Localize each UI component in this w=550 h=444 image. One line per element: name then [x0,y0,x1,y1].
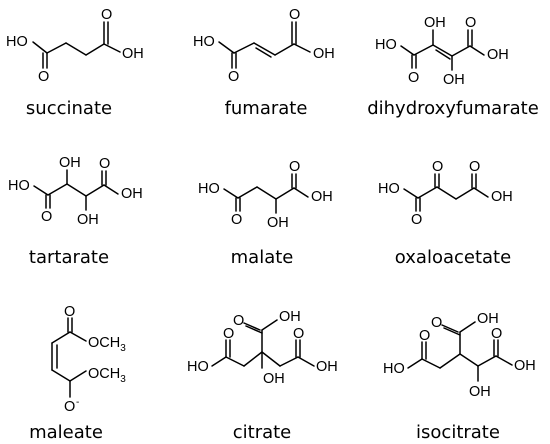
label-tartarate: tartarate [29,247,109,268]
citrate-hydroxyl-top: OH [279,309,301,325]
tartarate-hydroxyl-left: HO [8,178,30,194]
succinate-hydroxyl-left: HO [6,34,28,50]
fumarate-carbonyl-oxygen-left: O [228,69,239,85]
tartarate-carbonyl-oxygen-right: O [99,156,110,172]
maleate-oxygen-anion: O [64,399,75,415]
succinate-carbonyl-oxygen-left: O [38,69,49,85]
structure-fumarate: HO O O OH [193,7,335,85]
dihydroxyfumarate-hydroxyl-right: OH [487,47,509,63]
oxaloacetate-keto-oxygen: O [432,159,443,175]
succinate-hydroxyl-right: OH [122,46,144,62]
label-isocitrate: isocitrate [416,422,500,443]
oxaloacetate-hydroxyl-right: OH [491,189,513,205]
label-fumarate: fumarate [225,98,308,119]
tartarate-carbonyl-oxygen-left: O [41,209,52,225]
label-malate: malate [231,247,294,268]
citrate-hydroxyl-center: OH [263,371,285,387]
isocitrate-hydroxyl-left: HO [383,361,405,377]
maleate-negative-charge: - [76,397,79,408]
structure-isocitrate: HO O O OH O OH OH [383,311,536,400]
dihydroxyfumarate-hydroxyl-left: HO [375,37,397,53]
label-succinate: succinate [26,98,112,119]
dihydroxyfumarate-hydroxyl-top: OH [424,15,446,31]
oxaloacetate-carbonyl-oxygen-left: O [411,212,422,228]
label-oxaloacetate: oxaloacetate [395,247,511,268]
tartarate-hydroxyl-right: OH [121,186,143,202]
isocitrate-hydroxyl-right: OH [514,358,536,374]
malate-hydroxyl-right: OH [311,189,333,205]
isocitrate-hydroxyl-bottom: OH [469,384,491,400]
structure-maleate: O OCH3 OCH3 O - [51,304,126,415]
label-maleate: maleate [29,422,103,443]
oxaloacetate-carbonyl-oxygen-right: O [469,159,480,175]
fumarate-hydroxyl-right: OH [313,46,335,62]
citrate-hydroxyl-left: HO [187,359,209,375]
citrate-carbonyl-oxygen-right: O [293,326,304,342]
malate-hydroxyl-bottom: OH [267,215,289,231]
label-citrate: citrate [233,422,292,443]
tartarate-hydroxyl-bottom: OH [77,212,99,228]
structure-dihydroxyfumarate: HO OH O O OH OH [375,15,509,88]
structure-tartarate: HO OH O O OH OH [8,155,143,228]
malate-carbonyl-oxygen-left: O [231,212,242,228]
label-dihydroxyfumarate: dihydroxyfumarate [367,98,539,119]
citrate-carbonyl-oxygen-top: O [233,313,244,329]
succinate-carbonyl-oxygen-right: O [101,7,112,23]
citrate-hydroxyl-right: OH [316,359,338,375]
fumarate-carbonyl-oxygen-right: O [289,7,300,23]
dihydroxyfumarate-carbonyl-oxygen-left: O [408,70,419,86]
citrate-carbonyl-oxygen-left: O [223,326,234,342]
isocitrate-carbonyl-oxygen-left: O [419,328,430,344]
malate-carbonyl-oxygen-right: O [289,159,300,175]
structure-oxaloacetate: HO O O O OH [378,159,513,228]
isocitrate-carbonyl-oxygen-right: O [491,326,502,342]
structure-citrate: HO O O OH O OH OH [187,309,338,387]
oxaloacetate-hydroxyl-left: HO [378,181,400,197]
isocitrate-hydroxyl-top: OH [477,311,499,327]
maleate-carbonyl-oxygen-top: O [64,304,75,320]
maleate-methoxy-bottom: OCH3 [88,366,126,385]
dihydroxyfumarate-hydroxyl-bottom: OH [443,72,465,88]
structure-succinate: HO O O OH [6,7,144,85]
maleate-methoxy-top: OCH3 [88,335,126,354]
fumarate-hydroxyl-left: HO [193,34,215,50]
malate-hydroxyl-left: HO [198,181,220,197]
structure-malate: HO O O OH OH [198,159,333,231]
dihydroxyfumarate-carbonyl-oxygen-right: O [465,15,476,31]
tartarate-hydroxyl-top: OH [59,155,81,171]
isocitrate-carbonyl-oxygen-top: O [431,315,442,331]
